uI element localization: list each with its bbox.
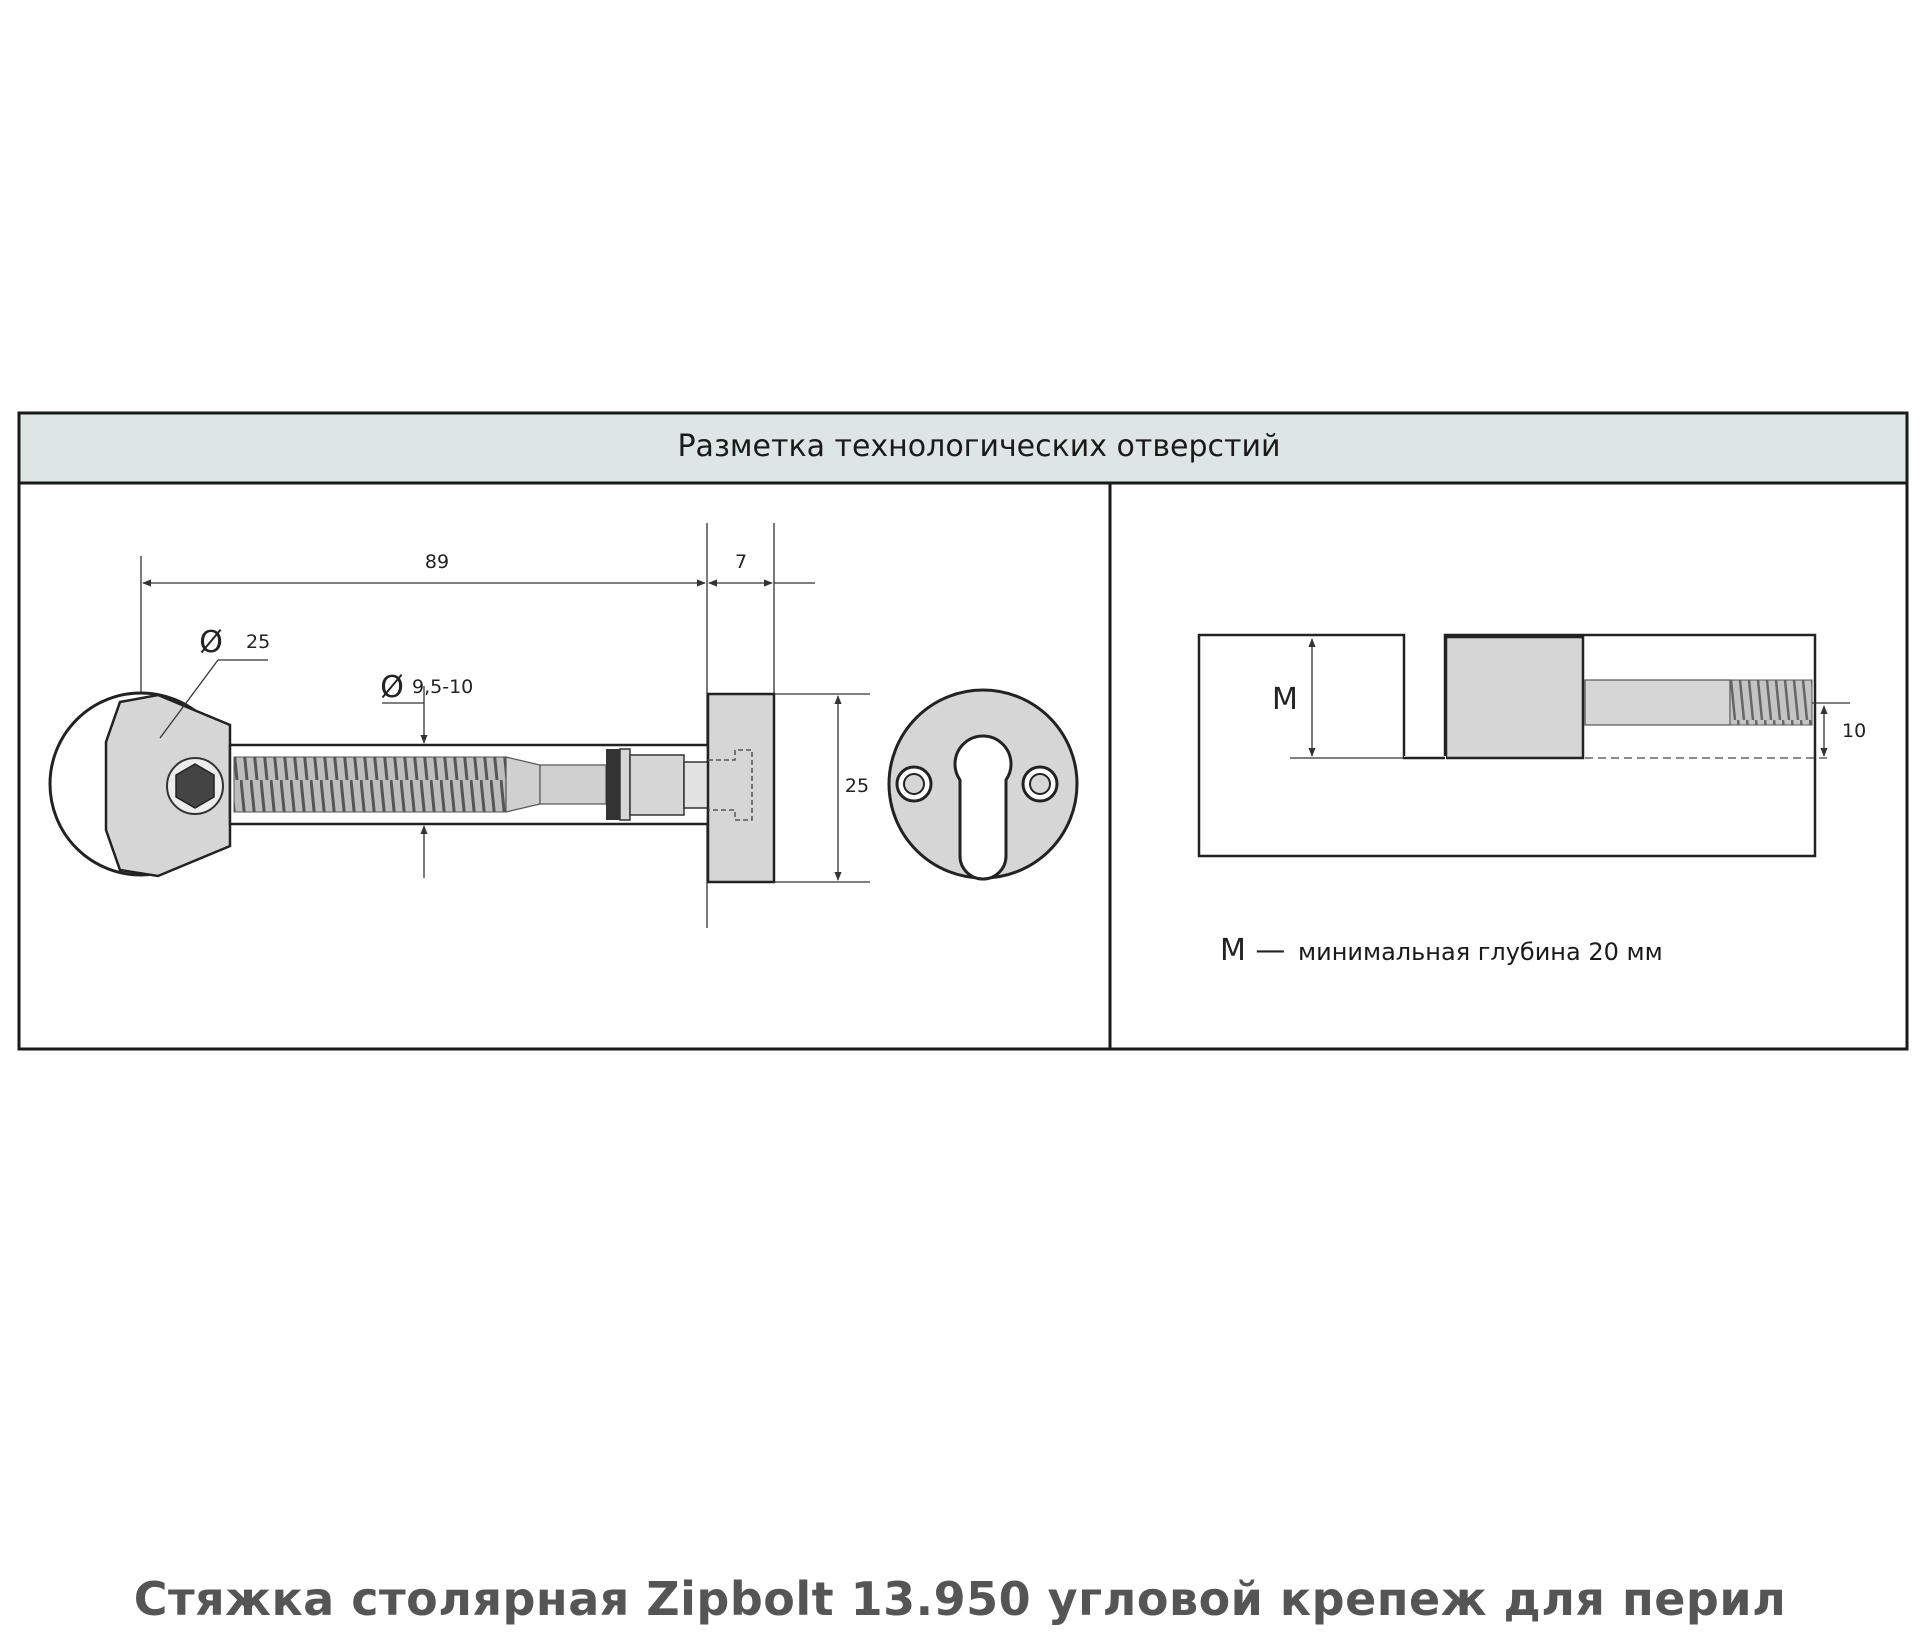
dimension-length: 89 bbox=[425, 551, 449, 573]
bolt-thread bbox=[233, 756, 507, 813]
dimension-rod-diameter: 9,5-10 bbox=[412, 676, 473, 698]
dimension-plate-thickness: 7 bbox=[735, 551, 747, 573]
bolt-plate bbox=[706, 692, 776, 884]
header-bar bbox=[17, 411, 1909, 485]
hex-socket-icon bbox=[175, 763, 215, 809]
rod-thread bbox=[1729, 679, 1813, 726]
diameter-symbol: Ø bbox=[199, 625, 223, 660]
bolt-side-view: 89 7 Ø 25 Ø 9,5-10 bbox=[48, 523, 1079, 928]
depth-note-text: минимальная глубина 20 мм bbox=[1298, 938, 1663, 966]
dimension-head-diameter: 25 bbox=[246, 631, 270, 653]
dimension-plate-height: 25 bbox=[845, 775, 869, 797]
dimension-offset: 10 bbox=[1842, 720, 1866, 742]
keyhole-slot bbox=[953, 734, 1013, 881]
product-caption: Стяжка столярная Zipbolt 13.950 угловой … bbox=[133, 1572, 1787, 1626]
depth-note-symbol: M — bbox=[1220, 933, 1285, 968]
bolt-collar bbox=[606, 749, 620, 820]
plate-in-recess bbox=[1444, 635, 1585, 760]
installation-section-view: M 10 M — минимальная глубина 20 мм bbox=[1197, 633, 1866, 968]
depth-label: M bbox=[1272, 682, 1298, 717]
rod-in-hole bbox=[1584, 679, 1731, 726]
header-title: Разметка технологических отверстий bbox=[677, 429, 1280, 464]
diameter-symbol-rod: Ø bbox=[380, 670, 404, 705]
